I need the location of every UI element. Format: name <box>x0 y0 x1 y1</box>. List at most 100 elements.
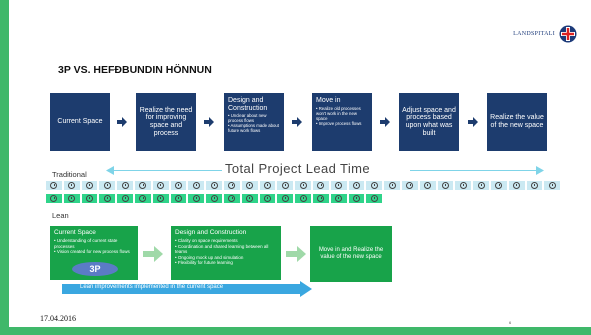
box-title: Design and Construction <box>175 229 247 236</box>
bullet: Vision created for new process flows <box>54 249 134 254</box>
arrow-right-icon <box>380 117 390 127</box>
clock-icon <box>299 182 307 189</box>
clock-icon <box>513 182 521 189</box>
time-cell <box>187 180 206 191</box>
clock-icon <box>352 195 360 202</box>
step-bullets: Unclear about new process flows Assumpti… <box>228 113 280 134</box>
clock-icon <box>139 195 147 202</box>
step-bullets: Realize old processes won't work in the … <box>316 106 368 127</box>
time-cell <box>116 193 134 204</box>
clock-icon <box>50 195 58 202</box>
time-cell <box>347 180 366 191</box>
box-bullets: Clarity on space requirements Coordinati… <box>175 238 277 265</box>
page-number: 6 <box>509 320 512 325</box>
time-cell <box>45 193 63 204</box>
clock-icon <box>192 182 200 189</box>
clock-icon <box>121 182 129 189</box>
arrow-right-icon <box>292 117 302 127</box>
step-title: Design and Construction <box>228 97 268 112</box>
lean-design-construction-box: Design and Construction Clarity on space… <box>171 226 281 280</box>
traditional-label: Traditional <box>52 170 87 179</box>
step-realize-need: Realize the need for improving space and… <box>136 93 196 151</box>
clock-icon <box>85 182 93 189</box>
arrow-right-icon <box>143 246 163 262</box>
lean-move-in-box: Move in and Realize the value of the new… <box>310 226 392 282</box>
time-cell <box>347 193 366 204</box>
clock-icon <box>441 182 449 189</box>
timeline-line-right <box>410 170 540 171</box>
clock-icon <box>157 195 165 202</box>
arrow-left-icon <box>106 166 114 175</box>
clock-icon <box>281 182 289 189</box>
time-cell <box>205 193 223 204</box>
bullet: Assumptions made about future work flows <box>228 123 280 134</box>
clock-icon <box>388 182 396 189</box>
clock-icon <box>299 195 307 202</box>
time-cell <box>169 180 188 191</box>
clock-icon <box>424 182 432 189</box>
clock-icon <box>228 182 236 189</box>
bullet: Unclear about new process flows <box>228 113 280 124</box>
clock-icon <box>210 195 218 202</box>
bullet: Understanding of current state processes <box>54 238 134 249</box>
step-title: Move in <box>316 97 341 104</box>
arrow-right-icon <box>286 246 306 262</box>
time-cell <box>222 180 241 191</box>
clock-icon <box>317 182 325 189</box>
time-cell <box>80 193 99 204</box>
arrow-right-icon <box>468 117 478 127</box>
time-cell <box>311 193 330 204</box>
time-cell <box>365 180 384 191</box>
clock-icon <box>370 182 378 189</box>
step-text: Current Space <box>57 118 103 126</box>
step-adjust-space: Adjust space and process based upon what… <box>399 93 459 151</box>
clock-icon <box>406 182 414 189</box>
time-cell <box>258 193 277 204</box>
bullet: Improve process flows <box>316 121 368 127</box>
lean-improvement-text: Lean improvements implemented in the cur… <box>80 284 224 290</box>
time-cell <box>133 180 152 191</box>
arrow-right-icon <box>117 117 127 127</box>
clock-icon <box>121 195 129 202</box>
clock-icon <box>103 195 111 202</box>
logo-text: LANDSPITALI <box>513 31 555 37</box>
time-cell <box>525 180 544 191</box>
time-cell <box>240 193 259 204</box>
lean-label: Lean <box>52 211 69 220</box>
time-cell <box>151 180 170 191</box>
total-lead-time-label: Total Project Lead Time <box>222 161 374 176</box>
clock-icon <box>210 182 218 189</box>
arrow-right-icon <box>204 117 214 127</box>
time-cell <box>80 180 99 191</box>
time-cell <box>311 180 330 191</box>
time-cell <box>258 180 277 191</box>
clock-icon <box>281 195 289 202</box>
time-cell <box>294 193 312 204</box>
badge-3p: 3P <box>72 262 118 276</box>
time-cell <box>329 193 348 204</box>
lean-time-row <box>45 193 384 204</box>
clock-icon <box>263 182 271 189</box>
clock-icon <box>548 182 556 189</box>
step-move-in: Move in Realize old processes won't work… <box>312 93 372 151</box>
box-title: Current Space <box>54 229 96 236</box>
clock-icon <box>50 182 58 189</box>
step-design-construction: Design and Construction Unclear about ne… <box>224 93 284 151</box>
time-cell <box>436 180 455 191</box>
bullet: Ongoing mock up and simulation <box>175 255 277 260</box>
clock-icon <box>139 182 147 189</box>
time-cell <box>472 180 490 191</box>
clock-icon <box>68 195 76 202</box>
bullet: Flexibility for future learning <box>175 260 277 265</box>
time-cell <box>169 193 188 204</box>
clock-icon <box>530 182 538 189</box>
clock-icon <box>459 182 467 189</box>
time-cell <box>62 193 81 204</box>
time-cell <box>383 180 401 191</box>
time-cell <box>400 180 419 191</box>
time-cell <box>187 193 206 204</box>
box-bullets: Understanding of current state processes… <box>54 238 134 254</box>
bullet: Realize old processes won't work in the … <box>316 106 368 122</box>
bullet: Clarity on space requirements <box>175 238 277 243</box>
